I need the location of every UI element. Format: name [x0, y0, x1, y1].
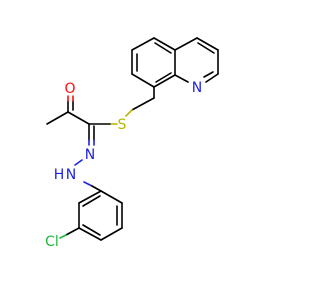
quinoline-nitrogen-label: N: [192, 80, 202, 96]
bond: [174, 74, 189, 83]
bond: [131, 73, 155, 88]
bond: [196, 37, 219, 51]
bond: [100, 190, 123, 204]
bond: [100, 227, 123, 241]
oxygen-atom-label: O: [64, 81, 75, 97]
bond: [131, 97, 155, 111]
bond: [91, 185, 102, 192]
nh-nitrogen-label: N: [66, 167, 76, 183]
molecule-structure-diagram: O S N N N H Cl: [45, 37, 219, 250]
bond: [82, 224, 101, 236]
bond: [153, 74, 176, 88]
bond: [154, 42, 172, 54]
bond: [155, 72, 172, 83]
bond: [203, 71, 214, 78]
nh-hydrogen-label: H: [54, 167, 65, 183]
bond: [82, 195, 101, 207]
bond: [197, 42, 215, 54]
bond: [59, 234, 67, 239]
bond: [78, 190, 102, 204]
sulfur-atom-label: S: [118, 117, 127, 133]
bond: [46, 111, 69, 125]
bond: [153, 37, 176, 51]
bond: [74, 159, 83, 166]
bonds-group: [46, 37, 219, 241]
hydrazone-nitrogen-label: N: [85, 147, 95, 163]
bond: [65, 227, 80, 236]
chlorine-atom-label: Cl: [45, 234, 59, 250]
bond: [83, 181, 93, 187]
bond: [78, 227, 102, 241]
bond: [67, 111, 90, 125]
bond: [174, 37, 198, 51]
bond: [125, 109, 133, 117]
atom-labels-group: O S N N N H Cl: [45, 80, 202, 250]
bond: [131, 37, 155, 51]
bond: [205, 73, 219, 83]
